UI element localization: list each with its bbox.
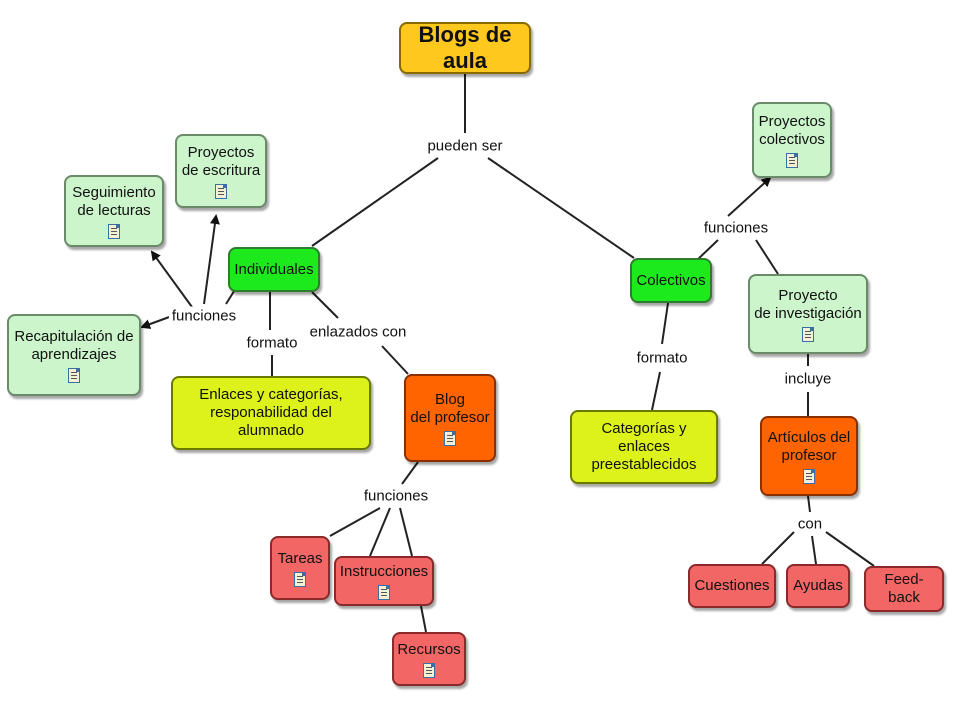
document-resource-icon[interactable]: [108, 223, 120, 239]
link-instrucciones-recursos: [420, 605, 427, 633]
concept-label-line-2: del profesor: [410, 408, 490, 426]
link-articulos-con: [807, 495, 811, 513]
link-con-cuestiones: [761, 531, 795, 565]
concept-categorias-y-enlaces[interactable]: Categorías y enlaces preestablecidos: [570, 410, 718, 484]
link-colectivos-formato: [661, 302, 669, 345]
concept-label: Individuales: [234, 260, 314, 278]
concept-label-line-2: colectivos: [759, 130, 825, 148]
link-funciones-investigacion: [755, 239, 779, 275]
concept-label-line-2: profesor: [781, 446, 837, 464]
link-individuales-enlazados: [311, 291, 339, 319]
link-label-formato-individuales: formato: [243, 333, 301, 353]
concept-blogs-de-aula[interactable]: Blogs de aula: [399, 22, 531, 74]
link-funciones-seguimiento: [150, 250, 193, 308]
link-pueden-ser-individuales: [311, 157, 439, 247]
document-resource-icon[interactable]: [786, 152, 798, 168]
concept-label-line-2: responabilidad del alumnado: [210, 404, 332, 439]
concept-recapitulacion-de-aprendizajes[interactable]: Recapitulación de aprendizajes: [7, 314, 141, 396]
document-resource-icon[interactable]: [803, 468, 815, 484]
link-enlazados-blog: [381, 345, 409, 375]
concept-cuestiones[interactable]: Cuestiones: [688, 564, 776, 608]
concept-label-line-1: Enlaces y categorías,: [199, 386, 343, 403]
concept-proyectos-de-escritura[interactable]: Proyectos de escritura: [175, 134, 267, 208]
concept-label-line-2: de investigación: [754, 304, 862, 322]
concept-label: Instrucciones: [339, 562, 429, 580]
link-label-funciones-colectivos: funciones: [700, 218, 772, 238]
concept-ayudas[interactable]: Ayudas: [786, 564, 850, 608]
document-resource-icon[interactable]: [444, 430, 456, 446]
document-resource-icon[interactable]: [68, 367, 80, 383]
concept-label-line-1: Proyectos: [187, 143, 255, 161]
concept-label-line-1: Proyectos: [758, 112, 826, 130]
concept-label-line-1: Seguimiento: [72, 183, 156, 201]
concept-feed-back[interactable]: Feed-back: [864, 566, 944, 612]
concept-label-line-1: Recapitulación de: [14, 327, 134, 345]
concept-label: Recursos: [397, 640, 461, 658]
document-resource-icon[interactable]: [802, 326, 814, 342]
concept-label-line-1: Artículos del: [767, 428, 851, 446]
concept-proyectos-colectivos[interactable]: Proyectos colectivos: [752, 102, 832, 178]
link-label-incluye: incluye: [781, 369, 835, 389]
concept-label-line-1: Blog: [434, 390, 466, 408]
concept-label-line-2: preestablecidos: [591, 456, 697, 473]
document-resource-icon[interactable]: [378, 584, 390, 600]
concept-individuales[interactable]: Individuales: [228, 247, 320, 292]
concept-label-line-2: de lecturas: [77, 201, 151, 219]
concept-articulos-del-profesor[interactable]: Artículos del profesor: [760, 416, 858, 496]
concept-label: Tareas: [277, 549, 323, 567]
link-blog-funciones: [401, 461, 419, 485]
concept-proyecto-de-investigacion[interactable]: Proyecto de investigación: [748, 274, 868, 354]
link-funciones-instrucciones-a: [369, 507, 391, 557]
link-con-ayudas: [811, 535, 817, 565]
concept-colectivos[interactable]: Colectivos: [630, 258, 712, 303]
link-label-funciones-blog: funciones: [360, 486, 432, 506]
concept-seguimiento-de-lecturas[interactable]: Seguimiento de lecturas: [64, 175, 164, 247]
document-resource-icon[interactable]: [294, 571, 306, 587]
link-label-formato-colectivos: formato: [633, 348, 691, 368]
link-funciones-instrucciones-b: [399, 507, 413, 557]
link-funciones-escritura: [203, 214, 220, 305]
concept-enlaces-y-categorias[interactable]: Enlaces y categorías, responabilidad del…: [171, 376, 371, 450]
link-label-con: con: [794, 514, 826, 534]
concept-label-line-2: aprendizajes: [31, 345, 117, 363]
document-resource-icon[interactable]: [215, 183, 227, 199]
concept-instrucciones[interactable]: Instrucciones: [334, 556, 434, 606]
concept-recursos[interactable]: Recursos: [392, 632, 466, 686]
concept-label-line-1: Proyecto: [778, 286, 838, 304]
link-funciones-proyectos-colectivos: [727, 176, 772, 217]
concept-label-line-2: de escritura: [181, 161, 261, 179]
link-formato-categorias: [651, 371, 661, 411]
concept-label: Feed-back: [884, 571, 924, 606]
link-funciones-recapitulacion: [140, 315, 173, 329]
concept-label-line-1: Categorías y enlaces: [601, 420, 687, 455]
concept-tareas[interactable]: Tareas: [270, 536, 330, 600]
concept-label: Blogs de aula: [418, 21, 512, 73]
concept-label: Ayudas: [793, 577, 843, 594]
link-label-funciones-individuales: funciones: [168, 306, 240, 326]
concept-label: Cuestiones: [694, 577, 770, 594]
concept-label: Colectivos: [636, 271, 706, 289]
link-pueden-ser-colectivos: [487, 157, 635, 259]
concept-blog-del-profesor[interactable]: Blog del profesor: [404, 374, 496, 462]
link-label-enlazados-con: enlazados con: [306, 322, 410, 342]
link-funciones-tareas: [329, 507, 381, 537]
link-con-feedback: [825, 531, 875, 567]
link-label-pueden-ser: pueden ser: [424, 136, 506, 156]
document-resource-icon[interactable]: [423, 662, 435, 678]
